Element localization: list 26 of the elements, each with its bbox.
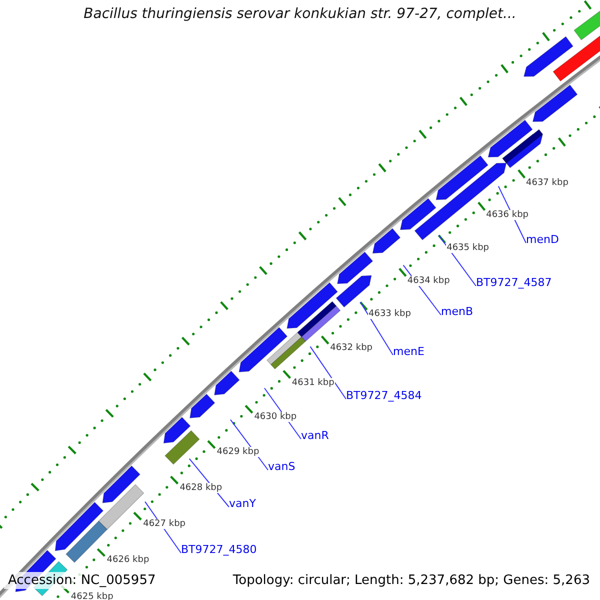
scale-label: 4633 kbp [368,309,412,320]
scale-label: 4634 kbp [406,276,451,286]
scale-label: 4629 kbp [216,447,260,458]
map-title: Bacillus thuringiensis serovar konkukian str. 97-27, complet... [82,6,518,22]
scale-label: 4630 kbp [253,412,298,422]
gene-label: vanY [229,498,256,510]
summary-text: Topology: circular; Length: 5,237,682 bp; Genes: 5,263 [232,573,590,588]
gene-label: BT9727_4584 [346,390,422,402]
gene-label: vanS [268,461,296,473]
gene-label: vanR [301,430,329,442]
gene-label: BT9727_4587 [476,277,552,289]
scale-label: 4628 kbp [178,482,224,493]
gene-label: BT9727_4580 [181,544,257,556]
scale-label: 4627 kbp [142,518,186,529]
scale-label: 4636 kbp [485,210,530,220]
scale-label: 4637 kbp [525,178,570,188]
scale-label: 4635 kbp [446,242,490,253]
gene-label: menB [441,306,474,318]
gene-label: menE [393,346,424,358]
scale-label: 4631 kbp [290,378,336,388]
leader-line [310,346,346,400]
leader-line [438,234,476,286]
gene-label: menD [526,234,559,246]
scale-label: 4632 kbp [329,343,374,354]
leader-line [360,302,394,356]
scale-label: 4626 kbp [106,555,150,566]
